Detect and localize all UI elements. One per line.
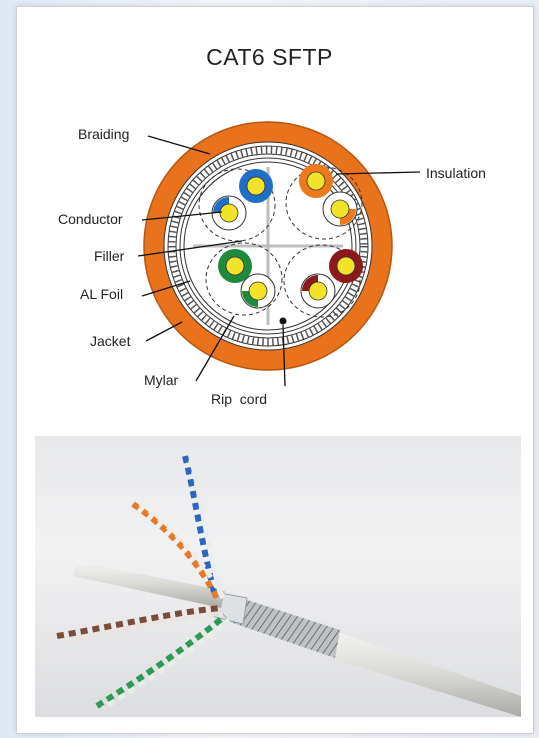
cable-cross-section-diagram: Braiding Conductor Filler AL Foil Jacket…: [0, 0, 539, 430]
label-conductor: Conductor: [58, 211, 123, 227]
label-filler: Filler: [94, 248, 125, 264]
label-insulation: Insulation: [426, 165, 486, 181]
cable-photo: [35, 436, 521, 717]
label-jacket: Jacket: [90, 333, 131, 349]
label-al-foil: AL Foil: [80, 286, 123, 302]
label-mylar: Mylar: [144, 372, 179, 388]
label-braiding: Braiding: [78, 126, 129, 142]
rip-cord-dot: [280, 318, 287, 325]
label-rip-cord: Rip cord: [211, 391, 267, 407]
